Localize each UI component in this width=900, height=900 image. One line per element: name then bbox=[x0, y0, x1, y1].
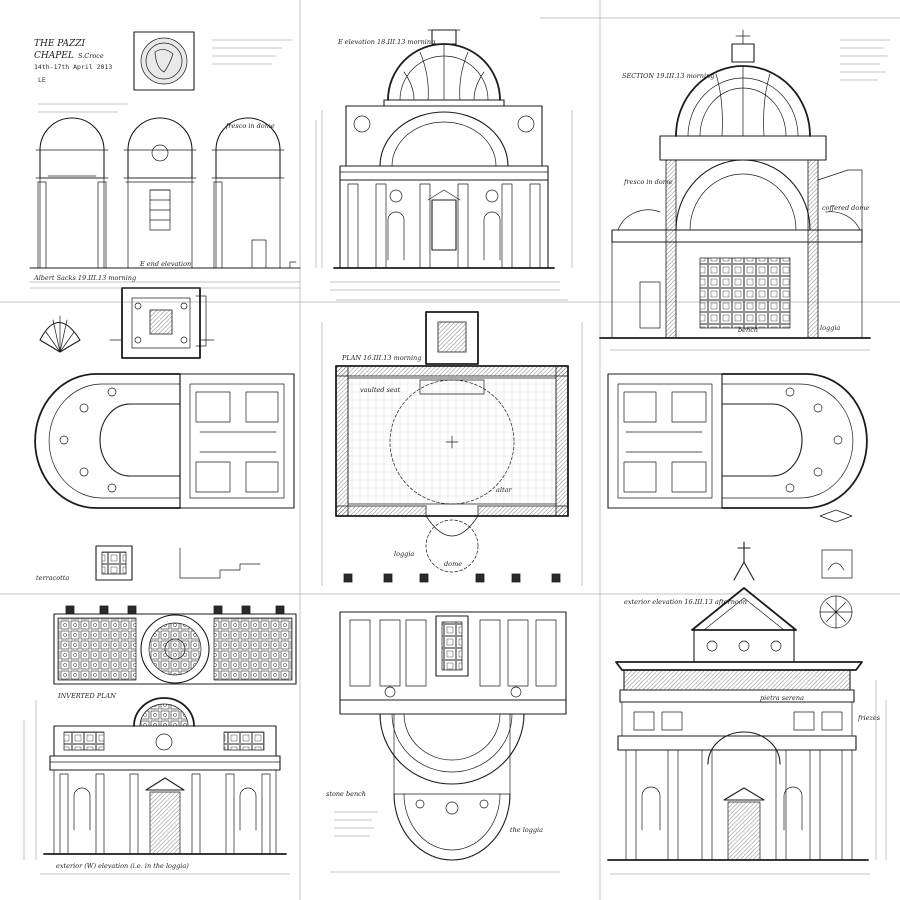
title-line-2: CHAPEL bbox=[34, 51, 74, 61]
small-altar-plan bbox=[109, 287, 215, 359]
label-inverted-plan: INVERTED PLAN bbox=[57, 692, 116, 700]
e-elevation-drawing: E elevation 18.III.13 morning bbox=[315, 29, 573, 269]
label-terracotta: terracotta bbox=[36, 574, 69, 582]
label-albert-sketch: Albert Sacks 19.III.13 morning bbox=[33, 274, 136, 282]
title-initials: LE bbox=[38, 76, 46, 84]
loggia-inverted-ceiling: stone bench the loggia bbox=[326, 611, 567, 861]
main-plan: PLAN 16.III.13 morning vaulted seat logg… bbox=[321, 299, 583, 586]
loggia-ceiling-panels bbox=[349, 619, 557, 687]
title-dates: 14th-17th April 2013 bbox=[34, 63, 112, 71]
label-loggia-plan: loggia bbox=[394, 550, 414, 558]
label-fresco-dome: fresco in dome bbox=[225, 122, 275, 130]
exterior-w-elevation: exterior (W) elevation (i.e. in the logg… bbox=[43, 697, 287, 870]
label-vaulted-seat: vaulted seat bbox=[360, 386, 401, 394]
label-dome-plan: dome bbox=[444, 560, 462, 568]
exterior-elevation: exterior elevation 16.III.13 afternoon p… bbox=[607, 541, 881, 861]
dimension-strings bbox=[23, 281, 887, 875]
inverted-plan-left bbox=[34, 373, 295, 509]
roundel-icon bbox=[133, 31, 195, 91]
label-plan: PLAN 16.III.13 morning bbox=[341, 354, 421, 362]
margin-notes-top bbox=[38, 39, 292, 113]
bay-elevation-3 bbox=[211, 117, 297, 269]
scroll-sketch bbox=[821, 549, 853, 579]
label-fresco-dome-section: fresco in dome bbox=[623, 178, 673, 186]
label-pietra-serena: pietra serena bbox=[760, 694, 804, 702]
inverted-plan-ceiling: INVERTED PLAN bbox=[53, 605, 297, 700]
label-coffered-dome: coffered dome bbox=[822, 204, 869, 212]
label-loggia-section: loggia bbox=[820, 324, 840, 332]
label-friezes: friezes bbox=[857, 714, 881, 722]
scallop-shell-icon bbox=[39, 315, 81, 353]
inverted-plan-right bbox=[607, 373, 868, 523]
label-the-loggia: the loggia bbox=[510, 826, 543, 834]
compass-rose-icon bbox=[819, 595, 853, 629]
label-exterior-elevation: exterior elevation 16.III.13 afternoon bbox=[624, 598, 747, 606]
label-e-elevation: E elevation 18.III.13 morning bbox=[337, 38, 435, 46]
label-e-end-elevation: E end elevation bbox=[139, 260, 191, 268]
label-bench-section: bench bbox=[738, 326, 758, 334]
title-block: THE PAZZI CHAPEL S.Croce 14th-17th April… bbox=[34, 39, 112, 84]
loggia-columns-plan bbox=[343, 573, 561, 583]
section-drawing: SECTION 19.III.13 morning fresco in dome… bbox=[599, 29, 890, 339]
chapel-bay-elevations: fresco in dome E end elevation bbox=[29, 117, 301, 269]
label-stone-bench: stone bench bbox=[326, 790, 366, 798]
label-section: SECTION 19.III.13 morning bbox=[622, 72, 714, 80]
bay-elevation-1 bbox=[35, 117, 109, 269]
bay-elevation-2 bbox=[123, 117, 197, 269]
label-exterior-w-elevation: exterior (W) elevation (i.e. in the logg… bbox=[56, 862, 189, 870]
title-line-1: THE PAZZI bbox=[34, 39, 86, 49]
title-place: S.Croce bbox=[78, 52, 104, 60]
lower-left-details: terracotta bbox=[36, 545, 261, 582]
label-altar-plan: altar bbox=[496, 486, 512, 494]
